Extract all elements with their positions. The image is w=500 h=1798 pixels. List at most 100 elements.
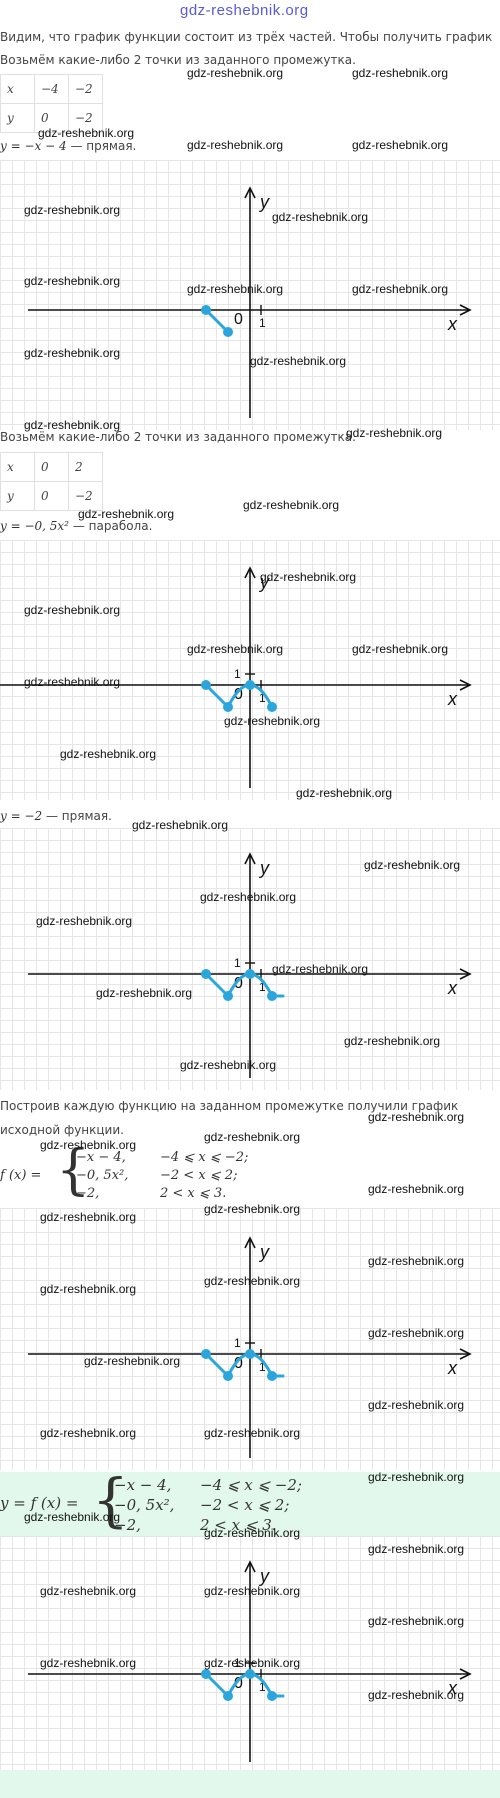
origin-label: 0 — [234, 686, 243, 703]
answer-highlight-bottom — [0, 1770, 500, 1798]
piece-expr: −0, 5x², — [114, 1496, 175, 1514]
watermark: gdz-reshebnik.org — [187, 282, 284, 296]
watermark: gdz-reshebnik.org — [368, 1326, 465, 1340]
watermark: gdz-reshebnik.org — [204, 1130, 301, 1144]
table-cell: y — [0, 481, 35, 511]
y-axis-label: y — [258, 858, 270, 878]
watermark: gdz-reshebnik.org — [40, 1656, 137, 1670]
watermark: gdz-reshebnik.org — [250, 354, 347, 368]
answer-highlight — [0, 1472, 500, 1536]
watermark: gdz-reshebnik.org — [187, 138, 284, 152]
table-cell: −2 — [68, 74, 103, 104]
watermark: gdz-reshebnik.org — [40, 1584, 137, 1598]
intro-text: Видим, что график функции состоит из трё… — [0, 30, 493, 44]
y-axis-arrow-icon — [244, 852, 256, 865]
conclusion-line-1: Построив каждую функцию на заданном пром… — [0, 1099, 459, 1113]
step1-equation: y = −x − 4 — [0, 139, 67, 153]
table-cell: y — [0, 103, 35, 133]
origin-label: 0 — [234, 975, 243, 992]
step1-kind: — прямая. — [70, 139, 137, 153]
piece-expr: −2, — [76, 1186, 100, 1201]
x-axis-arrow-icon — [459, 1348, 472, 1360]
y-axis-label: y — [258, 572, 270, 592]
x-axis-label: x — [447, 1678, 458, 1698]
watermark: gdz-reshebnik.org — [36, 914, 133, 928]
step2-equation-line: y = −0, 5x² — парабола. — [0, 518, 152, 534]
site-title[interactable]: gdz-reshebnik.org — [180, 2, 309, 19]
watermark: gdz-reshebnik.org — [272, 962, 369, 976]
point-c — [267, 702, 277, 712]
x-unit-label: 1 — [259, 316, 266, 330]
line-segment — [204, 683, 230, 709]
step2-take-points: Возьмём какие-либо 2 точки из заданного … — [0, 430, 356, 444]
step3-equation-line: y = −2 — прямая. — [0, 808, 112, 824]
y-unit-label: 1 — [234, 667, 241, 681]
y-axis-label: y — [258, 1242, 270, 1262]
x-axis-label: x — [447, 978, 458, 998]
watermark: gdz-reshebnik.org — [260, 570, 357, 584]
watermark: gdz-reshebnik.org — [38, 126, 135, 140]
watermark: gdz-reshebnik.org — [96, 986, 193, 1000]
table-cell: −2 — [68, 481, 103, 511]
piece-expr: −2, — [114, 1516, 141, 1534]
origin-label: 0 — [234, 1675, 243, 1692]
watermark: gdz-reshebnik.org — [272, 210, 369, 224]
watermark: gdz-reshebnik.org — [187, 642, 284, 656]
x-axis-label: x — [447, 314, 458, 334]
table-cell: 0 — [34, 103, 69, 133]
watermark: gdz-reshebnik.org — [24, 274, 121, 288]
x-unit-label: 1 — [259, 1360, 266, 1374]
watermark: gdz-reshebnik.org — [132, 818, 229, 832]
watermark: gdz-reshebnik.org — [352, 138, 449, 152]
x-unit-label: 1 — [259, 691, 266, 705]
table-cell: x — [0, 452, 35, 482]
watermark: gdz-reshebnik.org — [24, 203, 121, 217]
watermark: gdz-reshebnik.org — [344, 1034, 441, 1048]
watermark: gdz-reshebnik.org — [204, 1202, 301, 1216]
step1-equation-line: y = −x − 4 — прямая. — [0, 138, 136, 154]
point-origin — [245, 969, 255, 979]
final-answer: y = f (x) = { −x − 4, −4 ⩽ x ⩽ −2; −0, 5… — [0, 1468, 330, 1536]
watermark: gdz-reshebnik.org — [204, 1274, 301, 1288]
piecewise-lhs: f (x) = — [0, 1168, 42, 1183]
watermark: gdz-reshebnik.org — [243, 498, 340, 512]
table-cell: 2 — [68, 452, 103, 482]
line-segment — [204, 1352, 230, 1378]
x-unit-label: 1 — [259, 1680, 266, 1694]
watermark: gdz-reshebnik.org — [204, 1584, 301, 1598]
piece-cond: −2 < x ⩽ 2; — [200, 1496, 290, 1514]
watermark: gdz-reshebnik.org — [24, 675, 121, 689]
y-axis-arrow-icon — [244, 566, 256, 579]
watermark: gdz-reshebnik.org — [40, 1282, 137, 1296]
watermark: gdz-reshebnik.org — [352, 282, 449, 296]
line-segment — [204, 1672, 230, 1698]
origin-label: 0 — [234, 311, 243, 328]
watermark: gdz-reshebnik.org — [368, 1398, 465, 1412]
watermark: gdz-reshebnik.org — [368, 1614, 465, 1628]
origin-label: 0 — [234, 1355, 243, 1372]
x-axis-arrow-icon — [459, 679, 472, 691]
line-segment — [204, 972, 230, 998]
watermark: gdz-reshebnik.org — [180, 1058, 277, 1072]
piece-expr: −0, 5x², — [76, 1168, 129, 1183]
piecewise-definition: f (x) = { −x − 4, −4 ⩽ x ⩽ −2; −0, 5x², … — [0, 1140, 300, 1206]
piece-cond: −2 < x ⩽ 2; — [160, 1168, 238, 1183]
piece-expr: −x − 4, — [76, 1150, 126, 1165]
watermark: gdz-reshebnik.org — [24, 346, 121, 360]
point-origin — [245, 1669, 255, 1679]
table-cell: 0 — [34, 452, 69, 482]
point-a — [201, 305, 211, 315]
x-axis-arrow-icon — [459, 304, 472, 316]
step3-equation: y = −2 — [0, 809, 43, 823]
point-b — [223, 327, 233, 337]
watermark: gdz-reshebnik.org — [346, 426, 443, 440]
piece-cond: 2 < x ⩽ 3. — [200, 1516, 277, 1534]
watermark: gdz-reshebnik.org — [84, 1354, 181, 1368]
x-axis-arrow-icon — [459, 1668, 472, 1680]
watermark: gdz-reshebnik.org — [352, 66, 449, 80]
step3-kind: — прямая. — [45, 809, 112, 823]
final-lhs: y = f (x) = — [0, 1494, 79, 1512]
